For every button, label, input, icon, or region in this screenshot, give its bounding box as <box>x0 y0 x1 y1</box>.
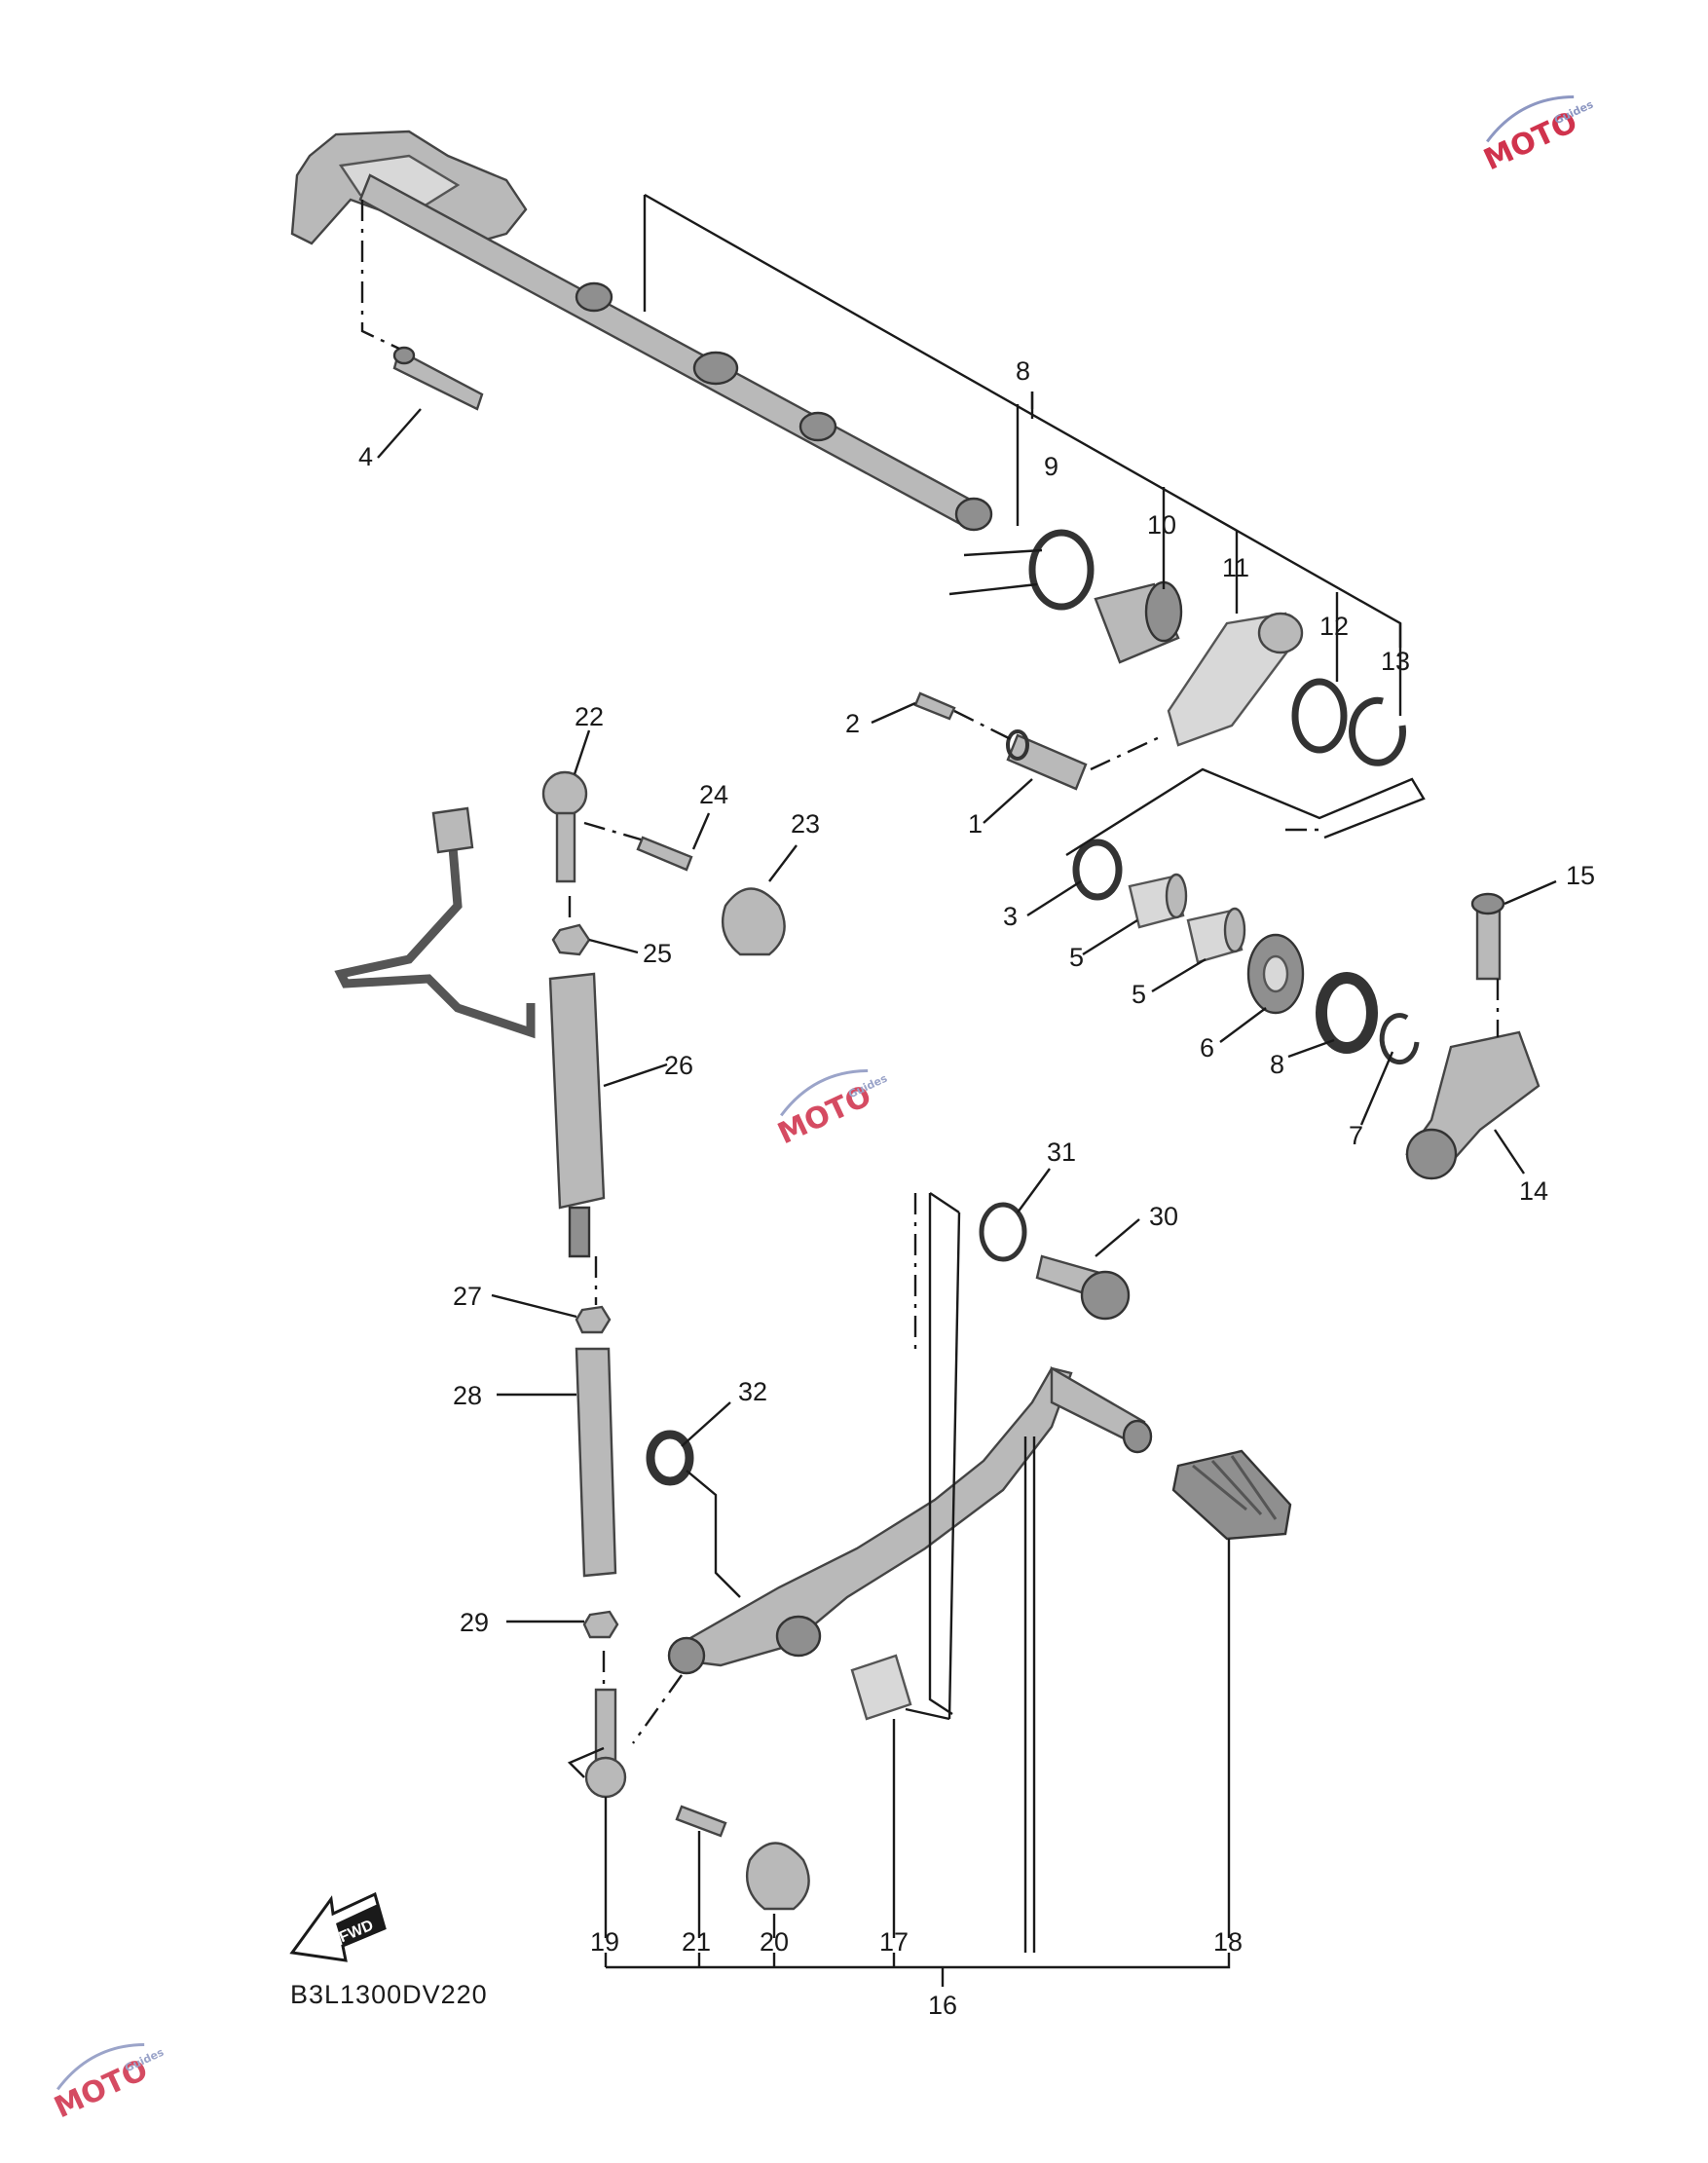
rod-end-23 <box>541 770 588 883</box>
leader-lines <box>360 193 1557 1987</box>
label-30: 29 <box>460 1608 489 1637</box>
spring-10 <box>948 529 1095 611</box>
fwd-arrow-icon <box>289 1891 387 1962</box>
pivot-bolt-31 <box>1035 1254 1131 1321</box>
cover-21 <box>745 1842 810 1911</box>
nut-26 <box>551 923 591 956</box>
label-1: 1 <box>968 809 983 839</box>
label-26: 25 <box>643 939 672 968</box>
label-9: 8 <box>1016 356 1030 386</box>
label-10: 9 <box>1044 452 1058 481</box>
label-19: 18 <box>1213 1927 1243 1957</box>
label-5b: 5 <box>1132 980 1146 1009</box>
label-25: 24 <box>699 780 728 809</box>
label-33: 32 <box>738 1377 767 1406</box>
arm-15 <box>1405 1030 1541 1180</box>
bolt-16 <box>1470 892 1505 981</box>
label-17: 16 <box>928 1991 957 2020</box>
nut-30 <box>582 1610 619 1639</box>
label-11: 10 <box>1147 510 1176 540</box>
washer-8 <box>1316 972 1378 1054</box>
label-22: 21 <box>682 1927 711 1957</box>
label-14: 13 <box>1381 647 1410 676</box>
label-5a: 5 <box>1069 943 1084 972</box>
spring-1 <box>1006 729 1088 791</box>
parts-illustration <box>289 130 1541 1962</box>
o-ring-32 <box>979 1202 1027 1262</box>
washer-3 <box>1072 839 1123 901</box>
label-4: 4 <box>358 442 373 471</box>
pedal-rubber-19 <box>1171 1449 1292 1541</box>
watermark-bottom: MOTO Guides <box>50 2043 167 2125</box>
watermark-middle: MOTO Guides <box>773 1069 890 1151</box>
diagram-code: B3L1300DV220 <box>290 1980 488 2009</box>
label-29: 28 <box>453 1381 482 1410</box>
label-32: 31 <box>1047 1137 1076 1167</box>
label-24: 23 <box>791 809 820 839</box>
bolt-25 <box>636 836 693 872</box>
bolt-22 <box>675 1805 727 1838</box>
label-21: 20 <box>760 1927 789 1957</box>
rod-29 <box>575 1347 617 1578</box>
watermark-top: MOTO Guides <box>1479 95 1596 177</box>
bushing-5a <box>1128 873 1188 929</box>
label-8: 8 <box>1270 1050 1284 1079</box>
bolt-2 <box>913 691 956 721</box>
label-23: 22 <box>575 702 604 731</box>
bushing-18 <box>850 1654 912 1721</box>
label-18: 17 <box>879 1927 909 1957</box>
shift-sensor-27 <box>334 806 606 1258</box>
cover-24 <box>721 887 786 956</box>
label-13: 12 <box>1319 612 1349 641</box>
washer-33 <box>646 1430 694 1486</box>
clip-14 <box>1349 696 1406 766</box>
shift-shaft <box>290 130 993 532</box>
pin-4 <box>392 346 484 411</box>
part-labels: 8 9 10 11 12 13 4 2 1 22 24 23 15 3 5 5 … <box>290 356 1595 2020</box>
nut-28 <box>575 1305 612 1334</box>
label-7: 7 <box>1349 1121 1363 1150</box>
shift-pedal-17 <box>667 1365 1153 1675</box>
label-12: 11 <box>1222 553 1249 582</box>
label-16: 15 <box>1566 861 1595 890</box>
label-6: 6 <box>1200 1033 1214 1063</box>
collar-11 <box>1094 580 1183 664</box>
label-3: 3 <box>1003 902 1018 931</box>
bushing-5b <box>1186 907 1246 964</box>
label-15: 14 <box>1519 1176 1548 1206</box>
label-2: 2 <box>845 709 860 738</box>
label-31: 30 <box>1149 1202 1178 1231</box>
washer-13 <box>1291 678 1348 754</box>
lever-plate-12 <box>1167 612 1304 747</box>
label-28: 27 <box>453 1282 482 1311</box>
circlip-7 <box>1379 1013 1420 1065</box>
label-20: 19 <box>590 1927 619 1957</box>
rod-end-20 <box>584 1688 627 1799</box>
label-27: 26 <box>664 1051 693 1080</box>
